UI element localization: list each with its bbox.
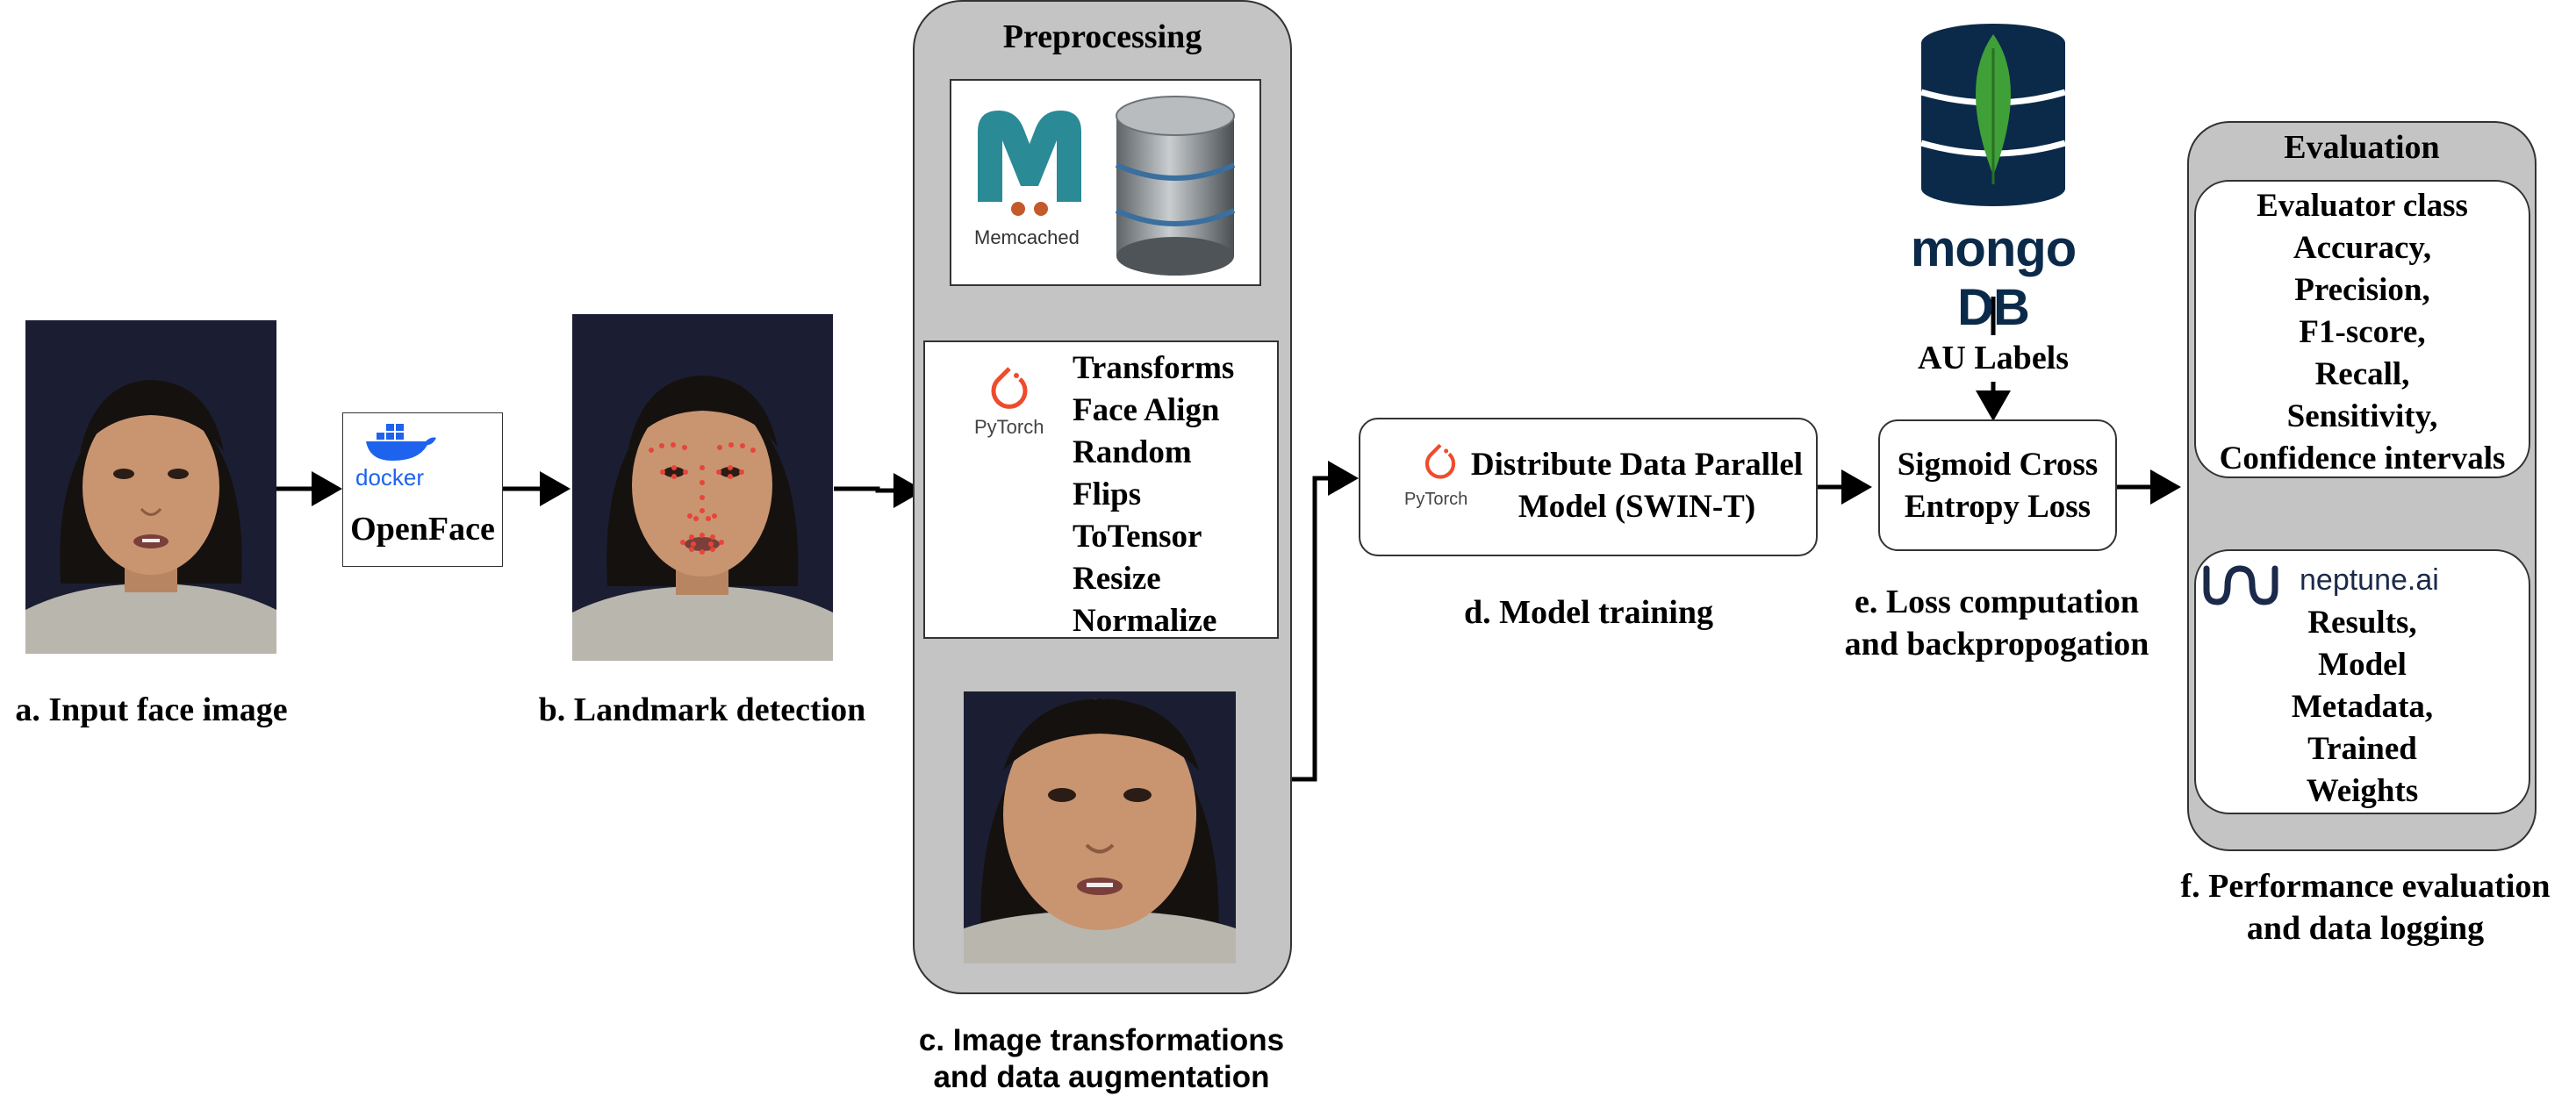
model-line1: Distribute Data Parallel xyxy=(1470,447,1804,483)
logging-item: Trained xyxy=(2307,731,2417,767)
caption-performance-evaluation: f. Performance evaluation and data loggi… xyxy=(2163,865,2567,949)
logging-list: Results, Model Metadata, Trained Weights xyxy=(2196,602,2529,813)
transform-item: Normalize xyxy=(1073,603,1217,639)
evaluation-title: Evaluation xyxy=(2284,129,2440,166)
openface-box: docker OpenFace xyxy=(342,412,503,567)
caption-image-transformations: c. Image transformations and data augmen… xyxy=(878,1022,1325,1096)
model-line2: Model (SWIN-T) xyxy=(1518,489,1756,525)
pytorch-flame-icon xyxy=(1424,443,1456,479)
augmented-face-image xyxy=(964,691,1236,963)
caption-loss-computation: e. Loss computation and backpropogation xyxy=(1817,581,2177,665)
caption-loss-computation-line2: and backpropogation xyxy=(1844,626,2149,663)
transform-item: Face Align xyxy=(1073,392,1220,428)
openface-label: OpenFace xyxy=(350,511,495,548)
logging-item: Weights xyxy=(2306,773,2419,809)
memcached-logo-icon xyxy=(978,111,1081,216)
au-labels: AU Labels xyxy=(1917,340,2070,376)
caption-model-training: d. Model training xyxy=(1464,594,1713,631)
metrics-list: Evaluator class Accuracy, Precision, F1-… xyxy=(2196,185,2529,480)
memcached-label: Memcached xyxy=(974,226,1080,248)
caption-input-face-image: a. Input face image xyxy=(15,691,288,728)
loss-line2: Entropy Loss xyxy=(1904,489,2092,525)
pytorch-label-model: PyTorch xyxy=(1404,490,1468,509)
metric-item: Precision, xyxy=(2294,272,2430,308)
transform-item: Transforms xyxy=(1073,350,1235,386)
caption-loss-computation-line1: e. Loss computation xyxy=(1854,584,2140,620)
landmark-face-image xyxy=(572,314,833,661)
evaluator-metrics-box: Evaluator class Accuracy, Precision, F1-… xyxy=(2194,180,2530,478)
logging-item: Model xyxy=(2318,647,2407,683)
pytorch-label-preprocessing: PyTorch xyxy=(974,416,1044,438)
caption-performance-evaluation-line2: and data logging xyxy=(2246,910,2485,947)
transforms-list: Transforms Face Align Random Flips ToTen… xyxy=(1073,347,1234,642)
transform-item: Flips xyxy=(1073,476,1142,512)
model-box: PyTorch Distribute Data Parallel Model (… xyxy=(1359,418,1818,556)
mongodb-logo-text: mongo DB xyxy=(1910,220,2077,336)
caption-landmark-detection: b. Landmark detection xyxy=(538,691,866,728)
caption-performance-evaluation-line1: f. Performance evaluation xyxy=(2180,868,2551,905)
transforms-box: PyTorch Transforms Face Align Random Fli… xyxy=(923,340,1279,639)
metric-item: F1-score, xyxy=(2299,314,2426,350)
neptune-wave-icon xyxy=(2203,565,2278,605)
loss-line1: Sigmoid Cross xyxy=(1897,447,2099,483)
logging-box: neptune.ai Results, Model Metadata, Trai… xyxy=(2194,549,2530,814)
caption-image-transformations-line2: and data augmentation xyxy=(933,1060,1270,1094)
logging-item: Metadata, xyxy=(2291,689,2434,725)
preprocessing-title: Preprocessing xyxy=(1002,18,1202,55)
caption-image-transformations-line1: c. Image transformations xyxy=(918,1023,1285,1057)
database-cylinder-icon xyxy=(1115,96,1236,276)
transform-item: ToTensor xyxy=(1073,519,1202,555)
metric-item: Sensitivity, xyxy=(2286,398,2438,434)
docker-whale-icon xyxy=(366,424,436,461)
metric-item: Recall, xyxy=(2314,356,2410,392)
metric-item: Confidence intervals xyxy=(2219,441,2506,476)
arrow-landmarks-to-transforms xyxy=(834,473,924,508)
loss-box: Sigmoid Cross Entropy Loss xyxy=(1878,419,2117,551)
logging-item: Results, xyxy=(2307,605,2417,641)
metric-item: Accuracy, xyxy=(2293,230,2432,266)
metric-item: Evaluator class xyxy=(2257,188,2468,224)
transform-item: Random xyxy=(1073,434,1192,470)
neptune-label: neptune.ai xyxy=(2300,563,2439,597)
pytorch-flame-icon xyxy=(991,367,1028,409)
mongodb-database-icon xyxy=(1920,24,2066,206)
docker-label: docker xyxy=(355,464,425,491)
transform-item: Resize xyxy=(1073,561,1161,597)
memcached-box: Memcached xyxy=(950,79,1261,286)
input-face-image xyxy=(25,320,276,654)
